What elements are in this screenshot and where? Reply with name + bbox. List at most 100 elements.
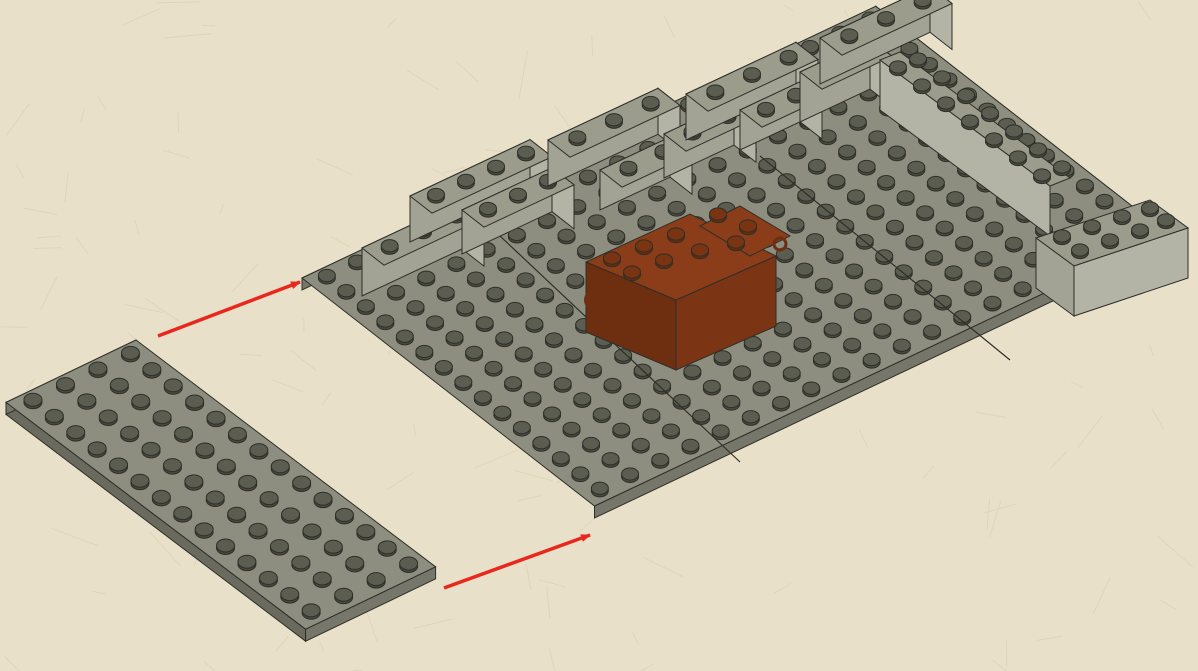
stud-circle-icon [518, 146, 535, 161]
stud-circle-icon [908, 161, 925, 176]
stud-circle-icon [446, 331, 463, 346]
stud-circle-icon [579, 170, 596, 185]
stud-circle-icon [545, 333, 562, 348]
stud-circle-icon [805, 308, 822, 323]
stud-circle-icon [826, 249, 843, 264]
stud-circle-icon [986, 133, 1003, 148]
stud-circle-icon [618, 201, 635, 216]
stud-circle-icon [684, 365, 701, 380]
stud-circle-icon [1072, 244, 1089, 259]
stud-circle-icon [878, 176, 895, 191]
stud-circle-icon [67, 426, 85, 441]
stud-circle-icon [346, 556, 364, 571]
stud-circle-icon [668, 228, 685, 243]
stud-circle-icon [569, 131, 586, 146]
stud-circle-icon [833, 368, 850, 383]
stud-circle-icon [927, 176, 944, 191]
stud-circle-icon [496, 332, 513, 347]
stud-circle-icon [1102, 234, 1119, 249]
stud-circle-icon [656, 254, 673, 269]
stud-circle-icon [488, 160, 505, 175]
stud-circle-icon [1030, 143, 1047, 158]
stud-circle-icon [858, 160, 875, 175]
stud-circle-icon [774, 322, 791, 337]
stud-circle-icon [729, 173, 746, 188]
stud-circle-icon [318, 269, 335, 284]
stud-circle-icon [893, 339, 910, 354]
stud-circle-icon [487, 287, 504, 302]
stud-circle-icon [1010, 151, 1027, 166]
stud-circle-icon [535, 362, 552, 377]
stud-circle-icon [652, 454, 669, 469]
stud-circle-icon [888, 146, 905, 161]
stud-circle-icon [476, 317, 493, 332]
stud-circle-icon [591, 482, 608, 497]
stud-circle-icon [643, 409, 660, 424]
stud-circle-icon [803, 382, 820, 397]
stud-circle-icon [869, 131, 886, 146]
stud-circle-icon [839, 145, 856, 160]
stud-circle-icon [207, 411, 225, 426]
stud-circle-icon [565, 348, 582, 363]
stud-circle-icon [250, 444, 268, 459]
stud-circle-icon [789, 144, 806, 159]
stud-circle-icon [249, 523, 267, 538]
stud-circle-icon [335, 588, 353, 603]
stud-circle-icon [844, 338, 861, 353]
stud-circle-icon [270, 540, 288, 555]
stud-circle-icon [698, 187, 715, 202]
stud-circle-icon [547, 259, 564, 274]
stud-circle-icon [914, 0, 931, 9]
stud-circle-icon [388, 285, 405, 300]
stud-circle-icon [303, 524, 321, 539]
stud-circle-icon [457, 302, 474, 317]
stud-circle-icon [938, 97, 955, 112]
stud-circle-icon [574, 393, 591, 408]
stud-circle-icon [259, 571, 277, 586]
stud-circle-icon [324, 540, 342, 555]
stud-circle-icon [1034, 169, 1051, 184]
stud-circle-icon [828, 175, 845, 190]
stud-circle-icon [153, 411, 171, 426]
stud-circle-icon [847, 190, 864, 205]
stud-circle-icon [714, 351, 731, 366]
stud-circle-icon [934, 71, 951, 86]
stud-circle-icon [437, 286, 454, 301]
stud-circle-icon [807, 234, 824, 249]
stud-circle-icon [849, 116, 866, 131]
stud-circle-icon [563, 422, 580, 437]
stud-circle-icon [45, 409, 63, 424]
stud-circle-icon [863, 353, 880, 368]
stud-circle-icon [1014, 282, 1031, 297]
stud-circle-icon [966, 207, 983, 222]
stud-circle-icon [780, 50, 797, 65]
stud-circle-icon [1114, 210, 1131, 225]
stud-circle-icon [897, 191, 914, 206]
stud-circle-icon [915, 280, 932, 295]
stud-circle-icon [668, 201, 685, 216]
stud-circle-icon [622, 468, 639, 483]
stud-circle-icon [164, 379, 182, 394]
stud-circle-icon [682, 439, 699, 454]
stud-circle-icon [783, 367, 800, 382]
stud-circle-icon [917, 206, 934, 221]
stud-circle-icon [886, 220, 903, 235]
stud-circle-icon [152, 490, 170, 505]
stud-circle-icon [186, 395, 204, 410]
stud-circle-icon [206, 491, 224, 506]
stud-circle-icon [56, 378, 74, 393]
stud-circle-icon [293, 476, 311, 491]
stud-circle-icon [615, 349, 632, 364]
stud-circle-icon [742, 411, 759, 426]
stud-circle-icon [636, 240, 653, 255]
stud-circle-icon [517, 273, 534, 288]
stud-circle-icon [910, 53, 927, 68]
stud-circle-icon [302, 604, 320, 619]
stud-circle-icon [281, 588, 299, 603]
stud-circle-icon [416, 345, 433, 360]
stud-circle-icon [758, 102, 775, 117]
stud-circle-icon [604, 252, 621, 267]
stud-circle-icon [513, 421, 530, 436]
stud-circle-icon [986, 222, 1003, 237]
stud-circle-icon [537, 288, 554, 303]
